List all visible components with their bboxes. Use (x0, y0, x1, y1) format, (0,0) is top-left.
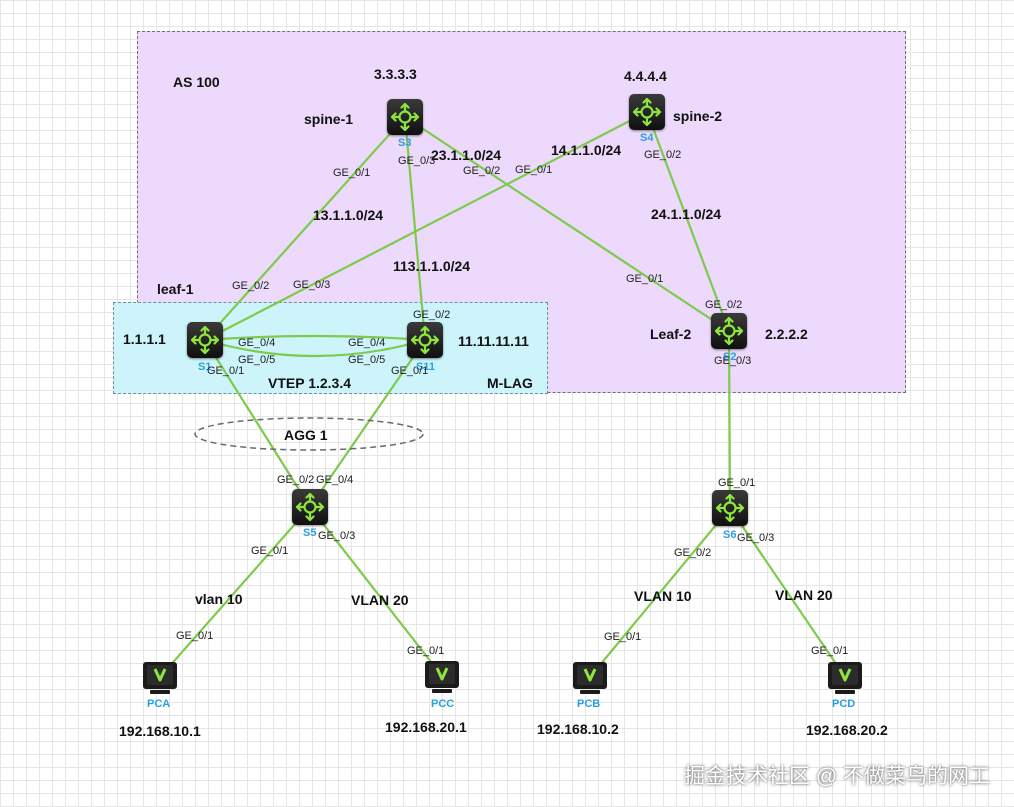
port-label: GE_0/3 (318, 530, 356, 542)
link-s3-s1 (204, 116, 406, 341)
port-label: GE_0/2 (463, 165, 501, 177)
port-label: GE_0/1 (176, 630, 214, 642)
port-label: GE_0/1 (604, 631, 642, 643)
port-label: GE_0/5 (238, 354, 276, 366)
device-name-pcb: PCB (577, 698, 601, 710)
ip-s11: 11.11.11.11 (458, 333, 529, 349)
link-s5-pcc (309, 506, 443, 677)
switch-icon[interactable] (711, 313, 747, 349)
link-peer-b (204, 338, 426, 358)
port-label: GE_0/1 (251, 545, 289, 557)
link-peer-a (204, 334, 426, 342)
port-label: GE_0/2 (644, 149, 682, 161)
ip-pcc: 192.168.20.1 (385, 719, 467, 735)
ip-pcd: 192.168.20.2 (806, 722, 888, 738)
port-label: GE_0/1 (333, 167, 371, 179)
vlan-pcc: VLAN 20 (351, 592, 409, 608)
pc-icon[interactable] (142, 660, 178, 696)
port-label: GE_0/2 (705, 299, 743, 311)
vlan-pcd: VLAN 20 (775, 587, 833, 603)
port-label: GE_0/1 (407, 645, 445, 657)
device-name-pcd: PCD (832, 698, 856, 710)
role-leaf-1: leaf-1 (157, 281, 194, 297)
link-s1-s5 (204, 339, 311, 508)
port-label: GE_0/3 (714, 355, 752, 367)
as-label: AS 100 (173, 74, 220, 90)
vlan-pcb: VLAN 10 (634, 588, 692, 604)
device-name-s6: S6 (723, 529, 737, 541)
port-label: GE_0/1 (391, 365, 429, 377)
port-label: GE_0/1 (515, 164, 553, 176)
subnet-s2-s4: 24.1.1.0/24 (651, 206, 722, 222)
link-s3-s2 (404, 116, 730, 332)
port-label: GE_0/4 (238, 337, 276, 349)
pc-icon[interactable] (424, 659, 460, 695)
device-name-s1: S1 (198, 361, 212, 373)
ip-s4: 4.4.4.4 (624, 68, 667, 84)
port-label: GE_0/1 (718, 477, 756, 489)
link-s6-pcd (729, 507, 846, 678)
port-label: GE_0/2 (232, 280, 270, 292)
link-s2-s6 (727, 330, 732, 509)
device-name-pca: PCA (147, 698, 171, 710)
agg-label: AGG 1 (284, 427, 328, 443)
ip-s2: 2.2.2.2 (765, 326, 808, 342)
link-s11-s5 (309, 339, 426, 508)
ip-pca: 192.168.10.1 (119, 723, 201, 739)
port-label: GE_0/1 (207, 365, 245, 377)
switch-icon[interactable] (187, 322, 223, 358)
port-label: GE_0/3 (398, 155, 436, 167)
port-label: GE_0/5 (348, 354, 386, 366)
role-leaf-2: Leaf-2 (650, 326, 692, 342)
device-name-s3: S3 (398, 137, 412, 149)
subnet-s2-s3: 23.1.1.0/24 (431, 147, 502, 163)
device-name-s4: S4 (640, 132, 654, 144)
vtep-label: VTEP 1.2.3.4 (268, 375, 352, 391)
switch-icon[interactable] (629, 94, 665, 130)
mlag-zone (113, 302, 548, 394)
mlag-label: M-LAG (487, 375, 533, 391)
port-label: GE_0/2 (277, 474, 315, 486)
link-s5-pca (159, 506, 311, 678)
subnet-s1-s3: 13.1.1.0/24 (313, 207, 384, 223)
link-s3-s11 (403, 116, 427, 341)
agg-ellipse (194, 417, 424, 451)
port-label: GE_0/2 (413, 309, 451, 321)
port-label: GE_0/3 (293, 279, 331, 291)
device-name-s2: S2 (723, 351, 737, 363)
device-name-s5: S5 (303, 527, 317, 539)
switch-icon[interactable] (292, 489, 328, 525)
device-name-pcc: PCC (431, 698, 455, 710)
role-spine-2: spine-2 (673, 108, 723, 124)
role-spine-1: spine-1 (304, 111, 354, 127)
port-label: GE_0/4 (316, 474, 354, 486)
switch-icon[interactable] (712, 490, 748, 526)
vlan-pca: vlan 10 (195, 591, 243, 607)
ip-pcb: 192.168.10.2 (537, 721, 619, 737)
ip-s3: 3.3.3.3 (374, 66, 417, 82)
device-name-s11: S11 (416, 361, 435, 373)
port-label: GE_0/1 (811, 645, 849, 657)
subnet-s1-s4: 14.1.1.0/24 (551, 142, 622, 158)
switch-icon[interactable] (407, 322, 443, 358)
pc-icon[interactable] (572, 660, 608, 696)
subnet-s11-s3: 113.1.1.0/24 (393, 258, 471, 274)
ip-s1: 1.1.1.1 (123, 331, 166, 347)
port-label: GE_0/1 (626, 273, 664, 285)
switch-icon[interactable] (387, 99, 423, 135)
port-label: GE_0/3 (737, 532, 775, 544)
port-label: GE_0/4 (348, 337, 386, 349)
watermark-text: 掘金技术社区 @ 不做菜鸟的网工 (684, 765, 990, 788)
link-s6-pcb (589, 507, 731, 678)
port-label: GE_0/2 (674, 547, 712, 559)
pc-icon[interactable] (827, 660, 863, 696)
link-s4-s1 (204, 111, 648, 341)
link-s4-s2 (645, 111, 731, 332)
